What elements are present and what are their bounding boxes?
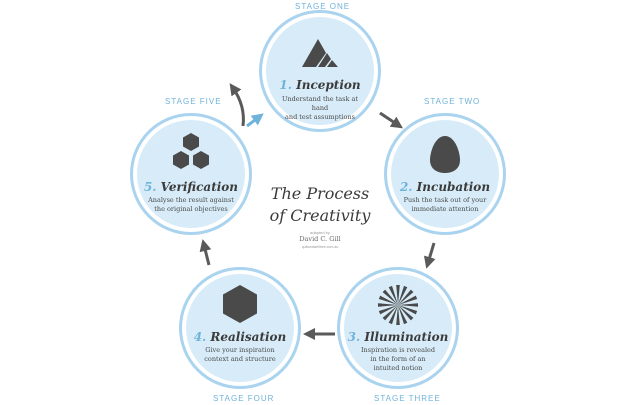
stage-four-name: Realisation — [210, 330, 287, 344]
arrow-5-to-top — [229, 83, 245, 127]
arrow-4-to-5 — [199, 239, 212, 266]
diagram-title-line1: The Process — [270, 184, 370, 203]
arrow-1-to-2 — [379, 111, 403, 129]
stage-three-circle: 3. Illumination Inspiration is revealed … — [340, 270, 456, 386]
sunburst-icon — [378, 285, 418, 325]
stage-one-circle: 1. Inception Understand the task at hand… — [262, 13, 378, 129]
stage-five-name: Verification — [160, 180, 239, 194]
stage-five-number: 5. — [143, 180, 157, 194]
stage-two-title: 2. Incubation — [391, 180, 499, 194]
stage-five-circle: 5. Verification Analyse the result again… — [133, 116, 249, 232]
stage-two-name: Incubation — [416, 180, 491, 194]
stage-four-description: Give your inspiration context and struct… — [204, 346, 276, 363]
stage-two-number: 2. — [399, 180, 413, 194]
stage-one-name: Inception — [296, 78, 361, 92]
stage-three-description: Inspiration is revealed in the form of a… — [360, 346, 436, 372]
stage-four-label: STAGE FOUR — [213, 394, 275, 403]
triangles-icon — [302, 39, 338, 67]
stage-four-circle: 4. Realisation Give your inspiration con… — [182, 270, 298, 386]
author-name: David C. Gill — [299, 235, 341, 243]
stage-five-description: Analyse the result against the original … — [148, 196, 234, 213]
stage-one-title: 1. Inception — [266, 78, 374, 92]
stage-two-label: STAGE TWO — [424, 97, 481, 106]
stage-three-number: 3. — [347, 330, 361, 344]
diagram-title: The Process of Creativity — [256, 183, 384, 227]
stage-four-number: 4. — [193, 330, 207, 344]
stage-two-description: Push the task out of your immediate atte… — [403, 196, 487, 213]
stage-five-label: STAGE FIVE — [165, 97, 222, 106]
arrow-2-to-3 — [423, 242, 436, 269]
stage-five-title: 5. Verification — [137, 180, 245, 194]
stage-one-label: STAGE ONE — [295, 2, 351, 11]
adapted-by-label: adapted by — [310, 230, 330, 235]
hexagon-icon — [223, 285, 257, 323]
stage-two-circle: 2. Incubation Push the task out of your … — [387, 116, 503, 232]
stage-three-label: STAGE THREE — [374, 394, 441, 403]
egg-icon — [430, 136, 460, 173]
stage-one-number: 1. — [279, 78, 292, 92]
author-website: quillandwelltree.com.au — [301, 245, 339, 249]
stage-four-title: 4. Realisation — [186, 330, 294, 344]
diagram-title-line2: of Creativity — [269, 206, 371, 225]
arrow-5-to-1 — [246, 113, 264, 128]
stage-one-description: Understand the task at hand and test ass… — [281, 95, 359, 121]
stage-three-title: 3. Illumination — [344, 330, 452, 344]
stage-three-name: Illumination — [364, 330, 449, 344]
hex-cluster-icon — [173, 133, 209, 169]
